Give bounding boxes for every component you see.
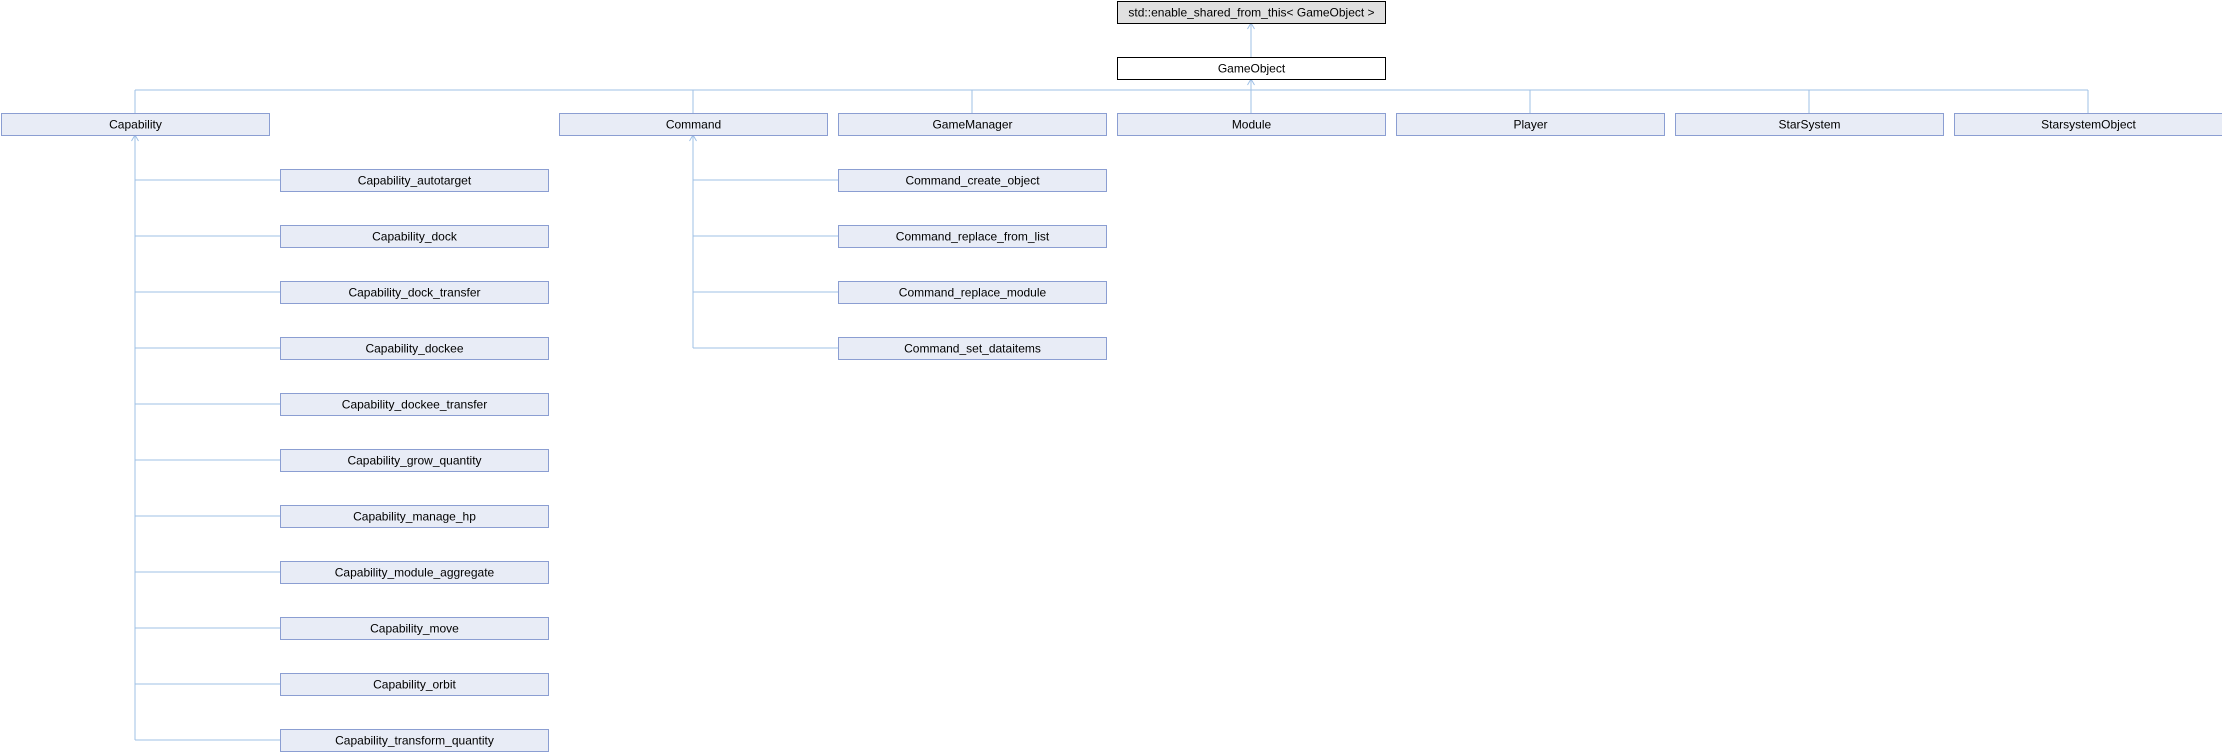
class-node-cmd-replace-module[interactable]: Command_replace_module xyxy=(838,281,1107,304)
node-box xyxy=(280,337,549,360)
node-box xyxy=(1117,57,1386,80)
class-node-enable-shared[interactable]: std::enable_shared_from_this< GameObject… xyxy=(1117,1,1386,24)
inheritance-edges xyxy=(131,22,2089,741)
node-box xyxy=(280,169,549,192)
node-label: Capability_module_aggregate xyxy=(335,566,495,580)
node-label: GameManager xyxy=(932,118,1012,132)
class-node-starsystemobject[interactable]: StarsystemObject xyxy=(1954,113,2222,136)
node-label: Capability_dock xyxy=(372,230,458,244)
node-box xyxy=(838,225,1107,248)
node-box xyxy=(1396,113,1665,136)
node-label: Module xyxy=(1232,118,1272,132)
node-label: StarsystemObject xyxy=(2041,118,2136,132)
node-box xyxy=(1117,113,1386,136)
class-node-player[interactable]: Player xyxy=(1396,113,1665,136)
class-node-cmd-replace-from-list[interactable]: Command_replace_from_list xyxy=(838,225,1107,248)
node-label: Capability_orbit xyxy=(373,678,456,692)
class-node-cap-dock-transfer[interactable]: Capability_dock_transfer xyxy=(280,281,549,304)
node-label: Player xyxy=(1513,118,1547,132)
class-node-cap-dockee[interactable]: Capability_dockee xyxy=(280,337,549,360)
node-label: Capability_transform_quantity xyxy=(335,734,494,748)
node-box xyxy=(280,393,549,416)
class-node-command[interactable]: Command xyxy=(559,113,828,136)
class-node-cap-manage-hp[interactable]: Capability_manage_hp xyxy=(280,505,549,528)
node-label: Command_create_object xyxy=(905,174,1040,188)
node-label: Capability_manage_hp xyxy=(353,510,476,524)
node-label: Capability_autotarget xyxy=(358,174,472,188)
node-box xyxy=(280,225,549,248)
class-node-cap-autotarget[interactable]: Capability_autotarget xyxy=(280,169,549,192)
node-box xyxy=(280,281,549,304)
node-box xyxy=(838,281,1107,304)
class-node-cap-move[interactable]: Capability_move xyxy=(280,617,549,640)
node-box xyxy=(280,673,549,696)
node-label: StarSystem xyxy=(1778,118,1840,132)
node-box xyxy=(838,169,1107,192)
node-box xyxy=(559,113,828,136)
node-box xyxy=(280,561,549,584)
class-node-cap-grow-quantity[interactable]: Capability_grow_quantity xyxy=(280,449,549,472)
class-node-cmd-create-object[interactable]: Command_create_object xyxy=(838,169,1107,192)
class-node-cap-module-aggregate[interactable]: Capability_module_aggregate xyxy=(280,561,549,584)
class-node-cap-transform-quantity[interactable]: Capability_transform_quantity xyxy=(280,729,549,752)
node-box xyxy=(1954,113,2222,136)
node-box xyxy=(280,617,549,640)
node-label: Capability_dockee xyxy=(365,342,463,356)
node-label: Command xyxy=(666,118,721,132)
node-box xyxy=(838,113,1107,136)
class-node-cap-dockee-transfer[interactable]: Capability_dockee_transfer xyxy=(280,393,549,416)
node-box xyxy=(1675,113,1944,136)
node-box xyxy=(280,505,549,528)
node-label: Capability_dockee_transfer xyxy=(342,398,487,412)
node-label: Command_set_dataitems xyxy=(904,342,1041,356)
node-label: std::enable_shared_from_this< GameObject… xyxy=(1128,6,1374,20)
class-node-gamemanager[interactable]: GameManager xyxy=(838,113,1107,136)
class-node-module[interactable]: Module xyxy=(1117,113,1386,136)
node-label: Capability xyxy=(109,118,162,132)
node-box xyxy=(1,113,270,136)
class-node-capability[interactable]: Capability xyxy=(1,113,270,136)
class-node-cap-orbit[interactable]: Capability_orbit xyxy=(280,673,549,696)
node-label: Command_replace_from_list xyxy=(896,230,1050,244)
class-node-cap-dock[interactable]: Capability_dock xyxy=(280,225,549,248)
class-node-gameobject[interactable]: GameObject xyxy=(1117,57,1386,80)
node-box xyxy=(838,337,1107,360)
node-label: Capability_dock_transfer xyxy=(348,286,480,300)
node-box xyxy=(1117,1,1386,24)
node-label: Command_replace_module xyxy=(899,286,1047,300)
node-label: Capability_move xyxy=(370,622,459,636)
class-node-cmd-set-dataitems[interactable]: Command_set_dataitems xyxy=(838,337,1107,360)
class-node-starsystem[interactable]: StarSystem xyxy=(1675,113,1944,136)
node-box xyxy=(280,449,549,472)
node-label: Capability_grow_quantity xyxy=(347,454,481,468)
node-label: GameObject xyxy=(1218,62,1286,76)
